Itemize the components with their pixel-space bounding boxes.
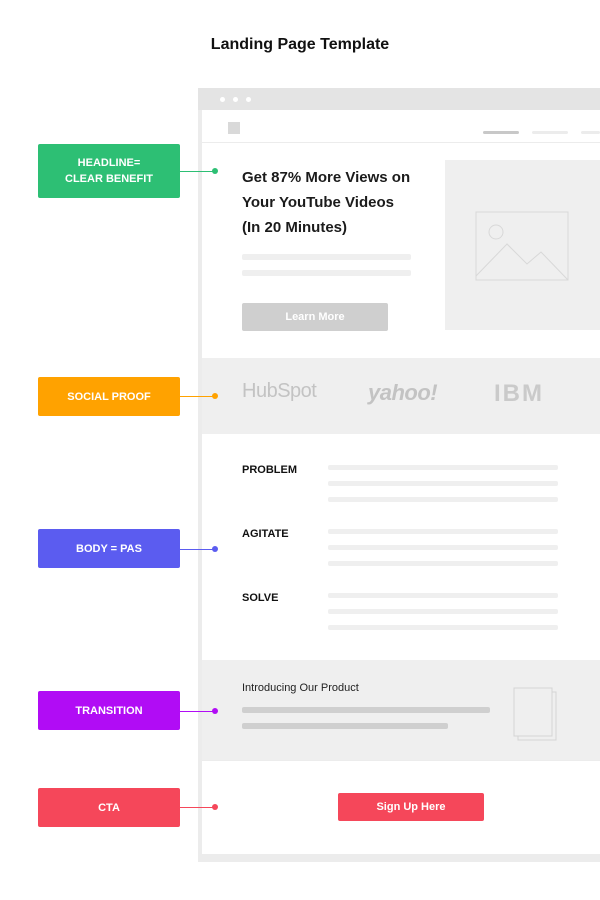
headline-connector-dot [212, 168, 218, 174]
social-proof-section: HubSpot yahoo! IBM [202, 358, 600, 434]
window-dot [220, 97, 225, 102]
headline-annotation: HEADLINE= CLEAR BENEFIT [38, 144, 180, 198]
text-line-placeholder [242, 723, 448, 729]
transition-section: Introducing Our Product [202, 660, 600, 760]
headline-line: Your YouTube Videos [242, 194, 394, 211]
nav-link-placeholder [483, 131, 519, 134]
ibm-logo: IBM [494, 380, 544, 407]
text-line-placeholder [328, 593, 558, 598]
problem-label: PROBLEM [242, 464, 297, 476]
sign-up-button[interactable]: Sign Up Here [338, 793, 484, 821]
window-dot [233, 97, 238, 102]
page-title: Landing Page Template [210, 36, 390, 53]
cta-connector [180, 807, 214, 808]
transition-annotation: TRANSITION [38, 691, 180, 730]
social-proof-connector [180, 396, 214, 397]
social-proof-annotation: SOCIAL PROOF [38, 377, 180, 416]
text-line-placeholder [242, 270, 411, 276]
nav-link-placeholder [532, 131, 568, 134]
cta-section: Sign Up Here [202, 761, 600, 854]
text-line-placeholder [328, 625, 558, 630]
headline-line: (In 20 Minutes) [242, 219, 348, 236]
annotation-text: HEADLINE= [77, 157, 141, 169]
learn-more-button[interactable]: Learn More [242, 303, 388, 331]
text-line-placeholder [328, 529, 558, 534]
text-line-placeholder [328, 465, 558, 470]
logo-placeholder [228, 122, 240, 134]
transition-connector [180, 711, 214, 712]
hero-headline: Get 87% More Views on Your YouTube Video… [242, 165, 432, 240]
text-line-placeholder [242, 707, 490, 713]
agitate-label: AGITATE [242, 528, 289, 540]
text-line-placeholder [328, 561, 558, 566]
nav-bar [202, 110, 600, 142]
nav-link-placeholder [581, 131, 600, 134]
body-pas-section: PROBLEM AGITATE SOLVE [202, 434, 600, 660]
image-placeholder-icon [475, 211, 569, 281]
hero-image-placeholder [445, 160, 600, 330]
window-dot [246, 97, 251, 102]
cta-annotation: CTA [38, 788, 180, 827]
text-line-placeholder [242, 254, 411, 260]
body-annotation: BODY = PAS [38, 529, 180, 568]
body-connector-dot [212, 546, 218, 552]
body-connector [180, 549, 214, 550]
browser-topbar [198, 88, 600, 110]
text-line-placeholder [328, 609, 558, 614]
cta-connector-dot [212, 804, 218, 810]
transition-connector-dot [212, 708, 218, 714]
solve-label: SOLVE [242, 592, 279, 604]
annotation-text: CLEAR BENEFIT [65, 173, 153, 185]
text-line-placeholder [328, 545, 558, 550]
text-line-placeholder [328, 497, 558, 502]
text-line-placeholder [328, 481, 558, 486]
yahoo-logo: yahoo! [368, 380, 438, 405]
headline-connector [180, 171, 214, 172]
browser-mockup: Get 87% More Views on Your YouTube Video… [198, 88, 600, 862]
social-proof-connector-dot [212, 393, 218, 399]
hero-section: Get 87% More Views on Your YouTube Video… [202, 143, 600, 358]
document-stack-icon [513, 687, 557, 741]
intro-text: Introducing Our Product [242, 682, 359, 694]
headline-line: Get 87% More Views on [242, 169, 411, 186]
hubspot-logo: HubSpot [242, 380, 317, 402]
